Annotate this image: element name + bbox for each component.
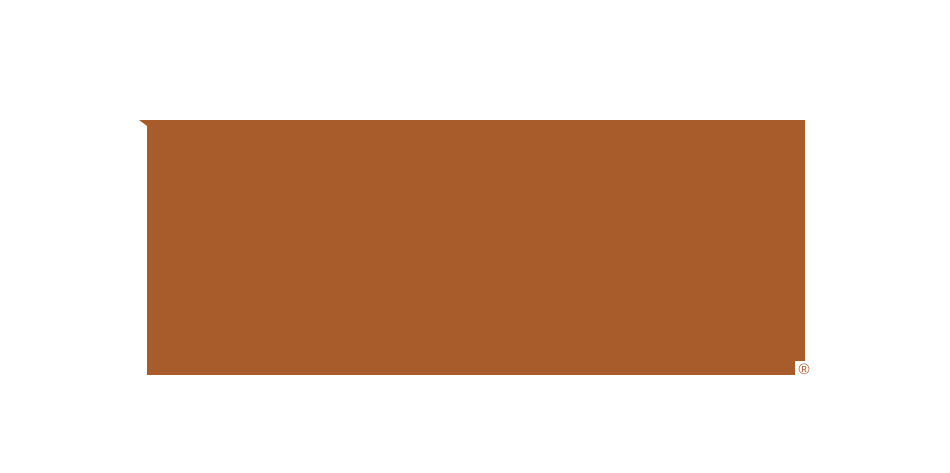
logo-corner-tail bbox=[139, 120, 147, 126]
logo-rectangle bbox=[147, 120, 805, 375]
registered-trademark-icon: ® bbox=[795, 361, 813, 379]
